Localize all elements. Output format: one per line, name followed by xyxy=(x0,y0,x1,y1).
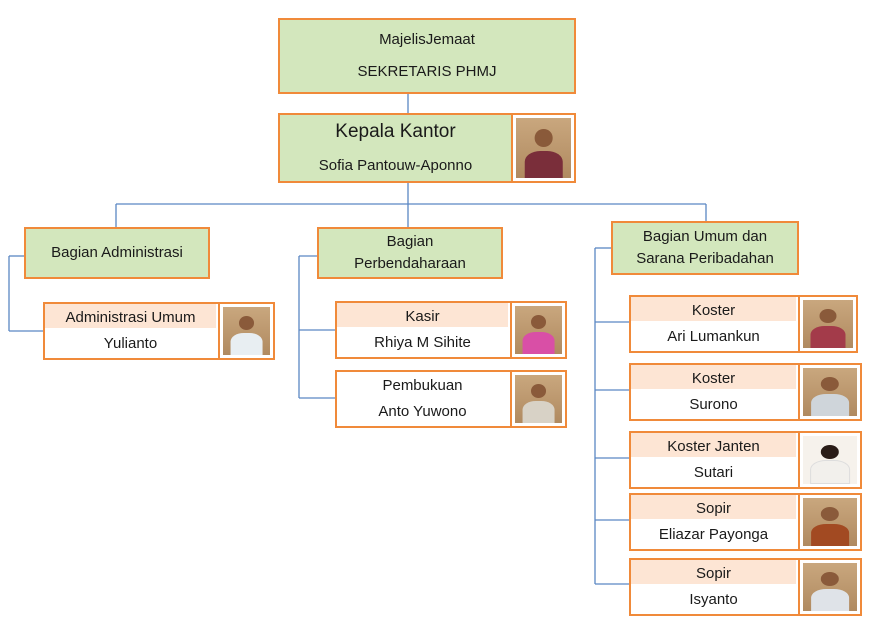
person-photo xyxy=(803,368,857,416)
staff-role: Sopir xyxy=(631,495,796,523)
name-label: Surono xyxy=(689,395,738,413)
staff-card-administrasi-umum: Administrasi Umum Yulianto xyxy=(43,302,275,360)
dept-label: Bagian Administrasi xyxy=(51,244,183,261)
person-photo xyxy=(223,307,270,355)
kepala-kantor-role: Kepala Kantor xyxy=(280,115,511,151)
staff-name: Surono xyxy=(631,389,796,419)
dept-label-line2: Perbendaharaan xyxy=(354,255,466,272)
dept-label: Bagian xyxy=(386,233,434,250)
kepala-kantor-card: Kepala Kantor Sofia Pantouw-Aponno xyxy=(278,113,576,183)
photo-cell xyxy=(798,433,860,487)
role-label: Sopir xyxy=(695,499,732,517)
person-photo xyxy=(516,118,571,178)
photo-cell xyxy=(510,303,565,357)
staff-role: Pembukuan xyxy=(337,372,508,400)
staff-name: Sutari xyxy=(631,457,796,487)
staff-card-koster-2: Koster Surono xyxy=(629,363,862,421)
photo-cell xyxy=(798,297,856,351)
role-label: Koster xyxy=(691,369,736,387)
majelis-jemaat-box: MajelisJemaat SEKRETARIS PHMJ xyxy=(278,18,576,94)
dept-perbendaharaan: Bagian Perbendaharaan xyxy=(317,227,503,279)
name-label: Yulianto xyxy=(103,334,158,352)
staff-name: Eliazar Payonga xyxy=(631,519,796,549)
role-label: Administrasi Umum xyxy=(65,308,196,326)
person-photo xyxy=(515,375,562,423)
role-label: Kepala Kantor xyxy=(335,121,456,142)
staff-role: Kasir xyxy=(337,303,508,331)
staff-card-sopir-1: Sopir Eliazar Payonga xyxy=(629,493,862,551)
staff-name: Isyanto xyxy=(631,584,796,614)
photo-cell xyxy=(510,372,565,426)
staff-name: Anto Yuwono xyxy=(337,396,508,426)
role-label: Koster Janten xyxy=(667,437,760,455)
staff-card-koster-1: Koster Ari Lumankun xyxy=(629,295,858,353)
staff-name: Rhiya M Sihite xyxy=(337,327,508,357)
role-label: Koster xyxy=(691,301,736,319)
dept-label-line2: Sarana Peribadahan xyxy=(636,250,774,267)
majelis-jemaat-label: MajelisJemaat xyxy=(379,31,475,48)
name-label: Rhiya M Sihite xyxy=(374,333,471,351)
name-label: Sofia Pantouw-Aponno xyxy=(318,156,473,174)
staff-card-kasir: Kasir Rhiya M Sihite xyxy=(335,301,567,359)
photo-cell xyxy=(798,365,860,419)
staff-card-pembukuan: Pembukuan Anto Yuwono xyxy=(335,370,567,428)
staff-name: Ari Lumankun xyxy=(631,321,796,351)
person-photo xyxy=(803,300,853,348)
name-label: Eliazar Payonga xyxy=(658,525,769,543)
role-label: Kasir xyxy=(405,307,440,325)
staff-name: Yulianto xyxy=(45,328,216,358)
name-label: Isyanto xyxy=(689,590,738,608)
name-label: Ari Lumankun xyxy=(667,327,760,345)
photo-cell xyxy=(218,304,273,358)
dept-umum-sarana: Bagian Umum dan Sarana Peribadahan xyxy=(611,221,799,275)
person-photo xyxy=(803,436,857,484)
person-photo xyxy=(515,306,562,354)
sekretaris-phmj-label: SEKRETARIS PHMJ xyxy=(357,63,497,80)
staff-card-koster-janten: Koster Janten Sutari xyxy=(629,431,862,489)
person-photo xyxy=(803,563,857,611)
dept-label: Bagian Umum dan xyxy=(642,228,768,245)
photo-cell xyxy=(798,495,860,549)
role-label: Pembukuan xyxy=(382,376,463,394)
kepala-kantor-name: Sofia Pantouw-Aponno xyxy=(280,149,511,181)
name-label: Sutari xyxy=(693,463,734,481)
role-label: Sopir xyxy=(695,564,732,582)
dept-administrasi: Bagian Administrasi xyxy=(24,227,210,279)
name-label: Anto Yuwono xyxy=(378,402,467,420)
photo-cell xyxy=(511,115,574,181)
staff-card-sopir-2: Sopir Isyanto xyxy=(629,558,862,616)
person-photo xyxy=(803,498,857,546)
photo-cell xyxy=(798,560,860,614)
